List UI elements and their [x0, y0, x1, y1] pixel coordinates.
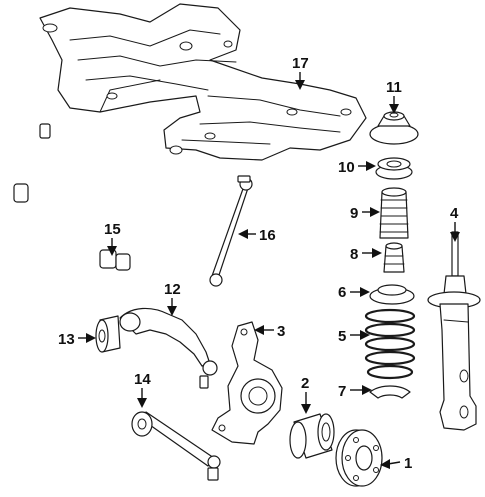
- tension-strut: [131, 411, 221, 481]
- wheel-hub: [335, 429, 383, 487]
- callout-2: 2: [301, 375, 309, 392]
- callout-13: 13: [58, 331, 75, 348]
- wheel-bearing: [289, 413, 335, 459]
- coil-spring: [364, 308, 416, 380]
- callout-4: 4: [450, 205, 459, 222]
- callout-16: 16: [259, 227, 276, 244]
- stabilizer-bar: [13, 123, 217, 273]
- callout-3: 3: [277, 323, 285, 340]
- callout-10: 10: [338, 159, 355, 176]
- control-arm-bushing: [95, 315, 121, 353]
- callout-7: 7: [338, 383, 346, 400]
- stabilizer-link: [209, 175, 253, 287]
- callout-8: 8: [350, 246, 358, 263]
- callout-17: 17: [292, 55, 309, 72]
- callout-labels: 1 2 3 4 5 6 7 8 9 10 11 12 13 14 15 16 1…: [58, 55, 459, 472]
- callout-6: 6: [338, 284, 346, 301]
- strut-assembly: [427, 231, 481, 431]
- lower-control-arm: [119, 307, 218, 389]
- callout-1: 1: [404, 455, 412, 472]
- callout-14: 14: [134, 371, 151, 388]
- engine-cradle: [39, 3, 367, 161]
- callout-5: 5: [338, 328, 346, 345]
- callout-15: 15: [104, 221, 121, 238]
- steering-knuckle: [211, 321, 283, 445]
- lower-spring-seat: [369, 385, 411, 399]
- callout-12: 12: [164, 281, 181, 298]
- bump-stop: [383, 242, 405, 273]
- leader-arrows: [78, 72, 460, 469]
- upper-spring-seat: [369, 284, 415, 305]
- callout-11: 11: [386, 79, 402, 96]
- callout-9: 9: [350, 205, 358, 222]
- strut-bearing: [375, 157, 413, 180]
- upper-strut-mount: [369, 111, 419, 145]
- dust-boot: [379, 187, 409, 239]
